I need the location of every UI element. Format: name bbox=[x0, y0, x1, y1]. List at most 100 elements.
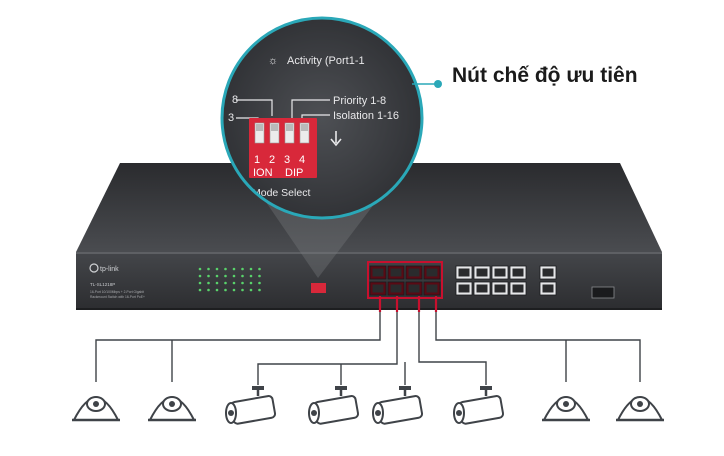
dip-number-1: 1 bbox=[254, 154, 260, 166]
status-led bbox=[241, 281, 244, 285]
bullet-camera-icon bbox=[225, 386, 277, 425]
dip-dip-label: DIP bbox=[285, 167, 303, 179]
port-socket bbox=[426, 284, 438, 293]
status-led bbox=[249, 274, 253, 278]
status-led bbox=[224, 274, 227, 278]
status-led bbox=[232, 281, 236, 285]
connection-lines bbox=[95, 312, 641, 385]
edge-label-2: 3 bbox=[228, 112, 234, 124]
port-socket bbox=[426, 268, 438, 277]
dip-key-2[interactable] bbox=[269, 122, 280, 144]
bullet-camera-icon bbox=[372, 386, 424, 425]
port-socket bbox=[390, 284, 402, 293]
description-line-1: 16-Port 10/100Mbps + 2-Port Gigabit bbox=[90, 290, 144, 294]
dome-camera-icon bbox=[148, 396, 196, 422]
status-led bbox=[198, 288, 202, 292]
status-led bbox=[215, 281, 219, 285]
port-socket bbox=[372, 268, 384, 277]
camera-row bbox=[72, 386, 664, 425]
dip-key-knob bbox=[286, 124, 293, 131]
port-block bbox=[367, 261, 557, 299]
dip-number-2: 2 bbox=[269, 154, 275, 166]
dip-key-knob bbox=[271, 124, 278, 131]
status-led bbox=[224, 281, 227, 285]
dip-key-4[interactable] bbox=[299, 122, 310, 144]
zoom-circle-border bbox=[220, 16, 424, 220]
priority-mode-callout: Nút chế độ ưu tiên bbox=[452, 64, 638, 87]
dip-key-3[interactable] bbox=[284, 122, 295, 144]
status-led bbox=[207, 267, 210, 271]
status-led bbox=[215, 288, 219, 292]
sfp-slot[interactable] bbox=[591, 286, 615, 299]
bullet-camera-icon bbox=[308, 386, 360, 425]
status-led bbox=[241, 274, 244, 278]
edge-label-1: 8 bbox=[232, 94, 238, 106]
status-led bbox=[258, 267, 261, 271]
status-led bbox=[198, 281, 202, 285]
activity-label: Activity (Port1-1 bbox=[287, 55, 365, 67]
dome-camera-icon bbox=[72, 396, 120, 422]
brand-label: tp-link bbox=[100, 266, 119, 273]
status-led bbox=[215, 274, 219, 278]
status-led bbox=[232, 288, 236, 292]
status-led bbox=[241, 288, 244, 292]
status-led bbox=[224, 267, 227, 271]
sun-icon: ☼ bbox=[268, 55, 278, 67]
port-socket bbox=[408, 284, 420, 293]
dip-key-1[interactable] bbox=[254, 122, 265, 144]
port-socket bbox=[390, 268, 402, 277]
isolation-label: Isolation 1-16 bbox=[333, 110, 399, 122]
model-label: TL-SL1218P bbox=[90, 282, 115, 287]
status-led bbox=[198, 274, 202, 278]
port-socket bbox=[542, 268, 554, 277]
status-led bbox=[249, 288, 253, 292]
poe-switch: tp-link TL-SL1218P 16-Port 10/100Mbps + … bbox=[76, 163, 662, 310]
port-socket bbox=[458, 268, 470, 277]
port-socket bbox=[512, 284, 524, 293]
port-socket bbox=[372, 284, 384, 293]
port-socket bbox=[408, 268, 420, 277]
port-socket bbox=[494, 268, 506, 277]
dome-camera-icon bbox=[616, 396, 664, 422]
status-led bbox=[232, 267, 236, 271]
status-led bbox=[258, 274, 261, 278]
port-socket bbox=[512, 268, 524, 277]
port-socket bbox=[476, 284, 488, 293]
zoom-magnifier: Activity (Port1-1 ☼ 8 3 Priority 1-8 Iso… bbox=[220, 16, 424, 278]
port-socket bbox=[542, 284, 554, 293]
arrow-down-icon bbox=[330, 131, 342, 147]
status-led bbox=[241, 267, 244, 271]
port-socket bbox=[458, 284, 470, 293]
status-led bbox=[232, 274, 236, 278]
status-led bbox=[215, 267, 219, 271]
status-led bbox=[249, 267, 253, 271]
status-led bbox=[198, 267, 202, 271]
dip-number-4: 4 bbox=[299, 154, 305, 166]
status-led bbox=[258, 288, 261, 292]
status-led bbox=[258, 281, 261, 285]
tp-link-logo: tp-link bbox=[89, 263, 119, 273]
bullet-camera-icon bbox=[453, 386, 505, 425]
description-line-2: Rackmount Switch with 16-Port PoE+ bbox=[90, 295, 145, 299]
highlighted-cable-stubs bbox=[378, 296, 438, 312]
mode-select-label: Mode Select bbox=[252, 187, 310, 199]
mode-select-dip-switch[interactable]: 1 2 3 4 ION DIP bbox=[249, 118, 317, 179]
status-led-panel bbox=[198, 267, 261, 292]
dip-on-label: ION bbox=[253, 167, 273, 179]
status-led bbox=[207, 288, 210, 292]
port-socket bbox=[476, 268, 488, 277]
port-socket bbox=[494, 284, 506, 293]
dome-camera-icon bbox=[542, 396, 590, 422]
priority-ports-highlight bbox=[367, 261, 443, 299]
status-led bbox=[249, 281, 253, 285]
callout-dot bbox=[434, 80, 442, 88]
dip-key-knob bbox=[301, 124, 308, 131]
status-led bbox=[207, 281, 210, 285]
status-led bbox=[224, 288, 227, 292]
status-led bbox=[207, 274, 210, 278]
priority-label: Priority 1-8 bbox=[333, 95, 386, 107]
dip-number-3: 3 bbox=[284, 154, 290, 166]
panel-dip-switch[interactable] bbox=[311, 283, 326, 293]
dip-key-knob bbox=[256, 124, 263, 131]
